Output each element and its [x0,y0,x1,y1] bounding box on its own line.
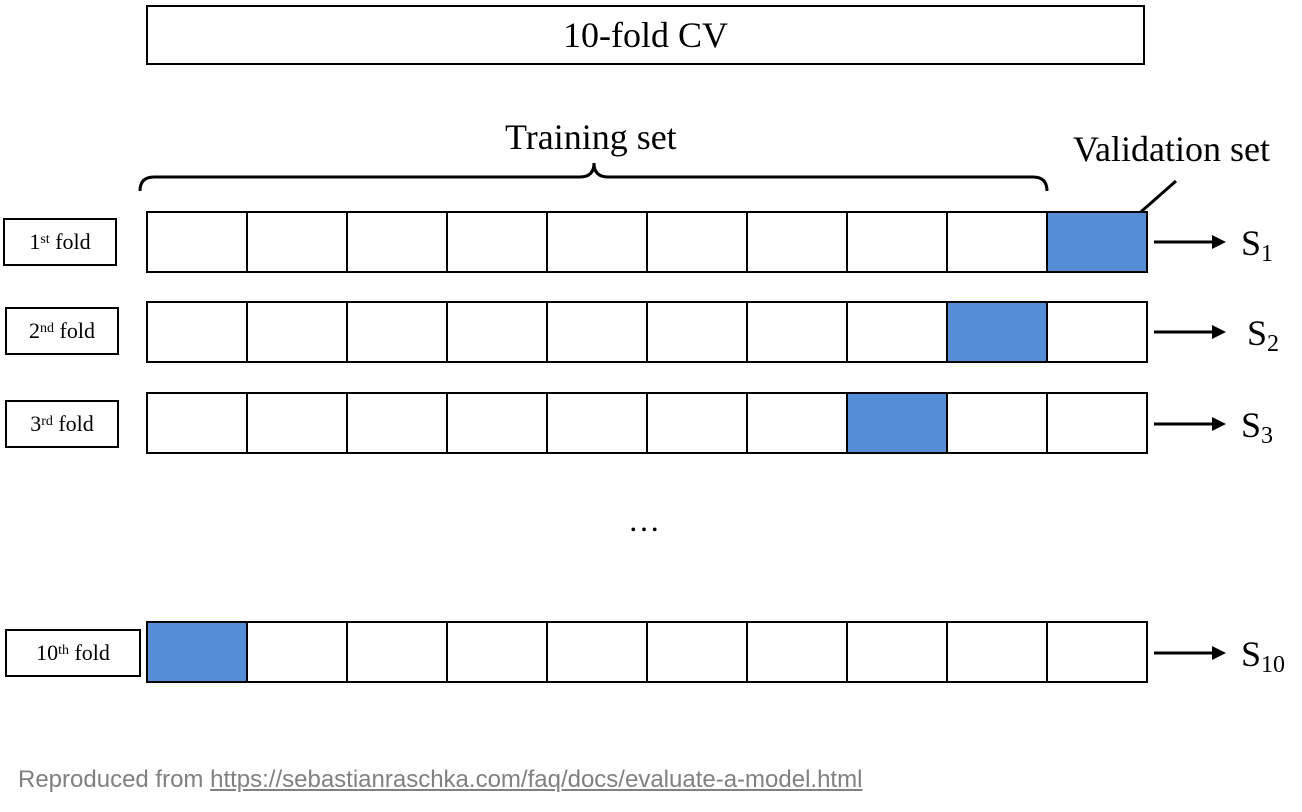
training-cell [846,213,946,271]
training-cell [246,303,346,361]
training-cell [346,303,446,361]
training-cell [446,213,546,271]
attribution-prefix: Reproduced from [18,766,211,793]
score-subscript: 10 [1261,652,1286,678]
training-cell [646,213,746,271]
training-cell [546,623,646,681]
training-cell [148,303,246,361]
training-cell [148,394,246,452]
score-arrow-1 [1154,235,1226,249]
training-cell [946,623,1046,681]
score-arrow-10 [1154,646,1226,660]
training-cell [346,623,446,681]
training-cell [546,394,646,452]
validation-cell [148,623,246,681]
score-s2: S2 [1247,312,1280,357]
fold-number: 1 [29,229,41,254]
training-cell [446,623,546,681]
fold-ordinal: nd [40,321,55,336]
training-cell [346,394,446,452]
ellipsis: … [628,502,660,538]
fold-ordinal: st [40,232,50,247]
fold-ordinal: rd [41,414,53,429]
fold-suffix: fold [49,229,91,254]
fold-row [146,621,1148,683]
score-arrow-2 [1154,325,1226,339]
training-cell [646,394,746,452]
score-symbol: S [1241,223,1262,263]
training-cell [846,623,946,681]
fold-suffix: fold [52,411,94,436]
score-s10: S10 [1241,633,1286,678]
training-cell [1046,303,1146,361]
attribution-footer: Reproduced from https://sebastianraschka… [18,766,862,794]
score-arrow-3 [1154,417,1226,431]
training-cell [346,213,446,271]
training-cell [446,394,546,452]
fold-row [146,211,1148,273]
training-cell [746,303,846,361]
fold-row [146,301,1148,363]
training-cell [546,303,646,361]
validation-cell [846,394,946,452]
fold-number: 2 [29,318,41,343]
training-cell [646,303,746,361]
fold-row [146,392,1148,454]
score-s1: S1 [1241,222,1274,267]
score-symbol: S [1247,313,1268,353]
training-cell [1046,623,1146,681]
training-cell [148,213,246,271]
score-symbol: S [1241,405,1262,445]
fold-ordinal: th [58,643,69,658]
training-cell [446,303,546,361]
training-cell [246,623,346,681]
validation-set-label: Validation set [1073,129,1270,169]
source-link[interactable]: https://sebastianraschka.com/faq/docs/ev… [210,766,863,793]
diagram-title: 10-fold CV [146,5,1145,65]
training-cell [246,213,346,271]
fold-number: 10 [36,640,59,665]
score-symbol: S [1241,634,1262,674]
fold-suffix: fold [54,318,95,343]
fold-number: 3 [30,411,42,436]
training-cell [646,623,746,681]
score-s3: S3 [1241,404,1274,449]
validation-cell [1046,213,1146,271]
training-cell [946,394,1046,452]
training-cell [746,623,846,681]
training-cell [746,213,846,271]
validation-cell [946,303,1046,361]
training-cell [1046,394,1146,452]
score-subscript: 3 [1261,423,1274,449]
training-cell [746,394,846,452]
training-set-brace [138,162,1049,192]
training-cell [546,213,646,271]
training-cell [246,394,346,452]
training-cell [846,303,946,361]
score-subscript: 2 [1267,331,1280,357]
training-cell [946,213,1046,271]
training-set-label: Training set [505,117,677,157]
score-subscript: 1 [1261,241,1274,267]
fold-suffix: fold [68,640,110,665]
